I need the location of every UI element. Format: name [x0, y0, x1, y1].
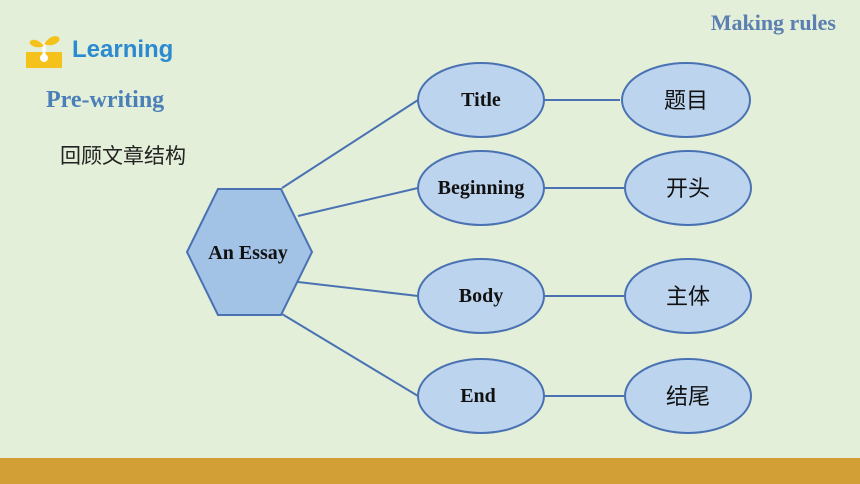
connector-end	[281, 313, 419, 397]
node-end-cn-label: 结尾	[666, 385, 710, 410]
node-beginning-cn-label: 开头	[666, 177, 710, 202]
node-beginning-cn	[624, 150, 752, 226]
essay-hexagon-label: An Essay	[208, 242, 287, 264]
node-body-label: Body	[459, 285, 503, 307]
essay-hexagon	[185, 188, 314, 316]
sprout-icon	[26, 36, 62, 68]
node-title-cn	[621, 62, 751, 138]
connector-beginning	[297, 187, 419, 217]
learning-badge: Learning	[24, 30, 173, 70]
learning-label: Learning	[72, 36, 174, 63]
node-end-label: End	[460, 385, 496, 407]
section-title: Pre-writing	[46, 87, 165, 113]
section-subtitle: 回顾文章结构	[60, 144, 186, 168]
node-title-cn-label: 题目	[664, 89, 708, 114]
connector-title	[281, 99, 419, 189]
node-end	[417, 358, 545, 434]
node-body-cn	[624, 258, 752, 334]
node-body-cn-label: 主体	[666, 285, 710, 310]
node-title	[417, 62, 545, 138]
node-title-label: Title	[461, 89, 501, 111]
header-label: Making rules	[710, 10, 836, 35]
bottom-accent-bar	[0, 458, 860, 484]
node-beginning	[417, 150, 545, 226]
node-beginning-label: Beginning	[438, 177, 525, 199]
node-end-cn	[624, 358, 752, 434]
connector-body	[297, 281, 419, 297]
node-body	[417, 258, 545, 334]
